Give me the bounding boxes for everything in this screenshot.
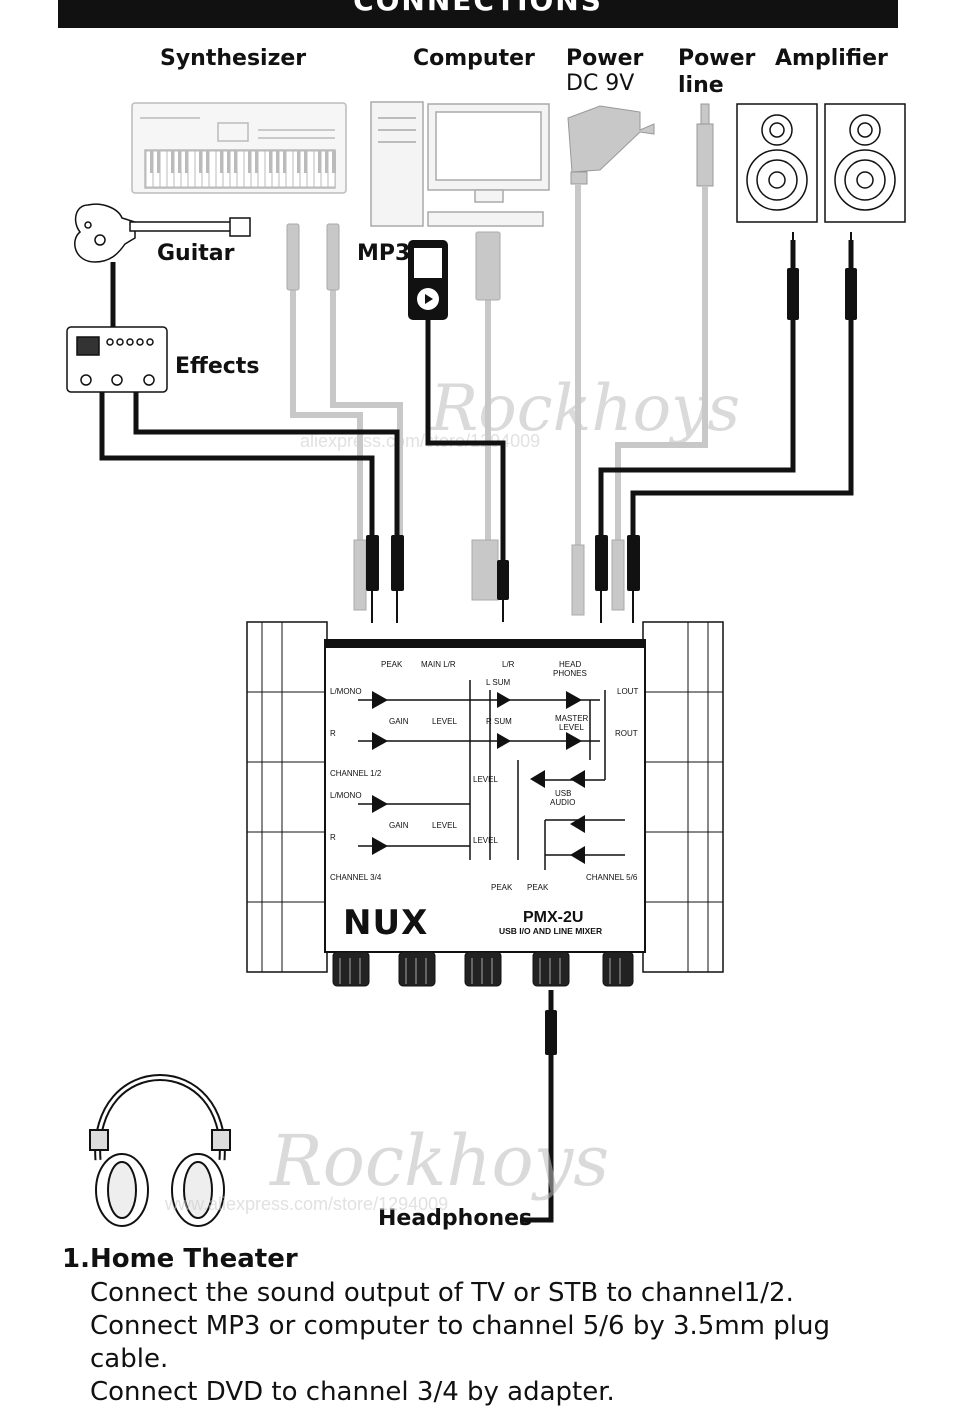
mp3-label: MP3 [357, 241, 411, 266]
power-line-label: Power [678, 46, 756, 71]
synth-black-key [332, 151, 336, 173]
synth-black-key [248, 151, 252, 173]
watermark-name-bottom: Rockhoys [268, 1120, 609, 1202]
panel-master-label: MASTER [555, 714, 589, 723]
synth-black-key [185, 151, 189, 173]
instruction-line-1: Connect the sound output of TV or STB to… [90, 1278, 794, 1308]
panel-channel56-label: CHANNEL 5/6 [586, 873, 638, 882]
amplifier-speaker-left-icon [736, 103, 818, 223]
synth-black-key [171, 151, 175, 173]
panel-labels: PEAK MAIN L/R L/R HEAD PHONES L SUM L/MO… [330, 660, 638, 892]
panel-r-label: R [330, 729, 336, 738]
mixer-device: PEAK MAIN L/R L/R HEAD PHONES L SUM L/MO… [246, 621, 724, 987]
synth-white-key [257, 150, 266, 188]
panel-r2-label: R [330, 833, 336, 842]
synth-black-key [269, 151, 273, 173]
connections-banner: CONNECTIONS [58, 0, 898, 28]
panel-lmono-label: L/MONO [330, 687, 362, 696]
guitar-label: Guitar [157, 241, 235, 266]
synthesizer-keys [145, 150, 336, 188]
power-dc-voltage-label: DC 9V [566, 71, 635, 96]
panel-rout-label: ROUT [615, 729, 638, 738]
watermark-bottom: Rockhoys www.aliexpress.com/store/129400… [164, 1120, 609, 1214]
synth-black-key [227, 151, 231, 173]
model-subtitle: USB I/O AND LINE MIXER [499, 926, 602, 936]
instructions-title: 1.Home Theater [62, 1244, 298, 1274]
panel-rsum-label: R SUM [486, 717, 512, 726]
amplifier-label: Amplifier [775, 46, 888, 71]
headphones-icon [89, 1074, 231, 1227]
panel-level3-label: LEVEL [432, 821, 457, 830]
watermark-name-top: Rockhoys [429, 372, 740, 446]
power-dc-label: Power [566, 46, 644, 71]
synth-black-key [150, 151, 154, 173]
synth-black-key [220, 151, 224, 173]
synth-black-key [199, 151, 203, 173]
synthesizer-label: Synthesizer [160, 46, 307, 71]
synth-black-key [234, 151, 238, 173]
synth-black-key [206, 151, 210, 173]
mp3-player-icon [408, 240, 448, 320]
panel-master-level-label: LEVEL [559, 723, 584, 732]
panel-level2-label: LEVEL [473, 775, 498, 784]
panel-phones-label: PHONES [553, 669, 587, 678]
panel-peak2-label: PEAK [491, 883, 513, 892]
power-line-sub-label: line [678, 73, 724, 98]
synth-black-key [304, 151, 308, 173]
synth-white-key [236, 150, 245, 188]
panel-lsum-label: L SUM [486, 678, 510, 687]
synth-black-key [157, 151, 161, 173]
guitar-icon [74, 203, 251, 263]
panel-gain-label: GAIN [389, 717, 409, 726]
synth-black-key [297, 151, 301, 173]
amplifier-speaker-right-icon [824, 103, 906, 223]
effects-pedal-icon [66, 326, 168, 393]
panel-audio-label: AUDIO [550, 798, 575, 807]
computer-label: Computer [413, 46, 535, 71]
black-cables [99, 240, 854, 1223]
model-name: PMX-2U [523, 909, 583, 926]
panel-head-label: HEAD [559, 660, 581, 669]
headphones-label: Headphones [378, 1206, 533, 1231]
panel-gain2-label: GAIN [389, 821, 409, 830]
computer-icon [370, 101, 550, 227]
synth-black-key [178, 151, 182, 173]
watermark-url-bottom: www.aliexpress.com/store/1294009 [164, 1194, 448, 1214]
synth-white-key [306, 150, 315, 188]
panel-level4-label: LEVEL [473, 836, 498, 845]
connection-diagram: Rockhoys aliexpress.com/store/1294009 [66, 101, 906, 1227]
instruction-line-3: Connect DVD to channel 3/4 by adapter. [90, 1377, 615, 1407]
black-jacks [366, 268, 857, 1055]
panel-lout-label: LOUT [617, 687, 638, 696]
panel-channel34-label: CHANNEL 3/4 [330, 873, 382, 882]
power-adapter-icon [567, 105, 655, 185]
brand-logo: NUX [343, 903, 428, 943]
panel-main-lr-label: MAIN L/R [421, 660, 456, 669]
panel-usb-label: USB [555, 789, 571, 798]
panel-peak-label: PEAK [381, 660, 403, 669]
power-line-plug-icon [696, 103, 714, 187]
synth-black-key [318, 151, 322, 173]
synth-white-key [159, 150, 168, 188]
panel-lmono2-label: L/MONO [330, 791, 362, 800]
panel-peak3-label: PEAK [527, 883, 549, 892]
panel-level-label: LEVEL [432, 717, 457, 726]
synth-white-key [187, 150, 196, 188]
watermark-top: Rockhoys aliexpress.com/store/1294009 [300, 372, 740, 451]
synth-white-key [208, 150, 217, 188]
synth-white-key [285, 150, 294, 188]
panel-channel12-label: CHANNEL 1/2 [330, 769, 382, 778]
synth-black-key [255, 151, 259, 173]
gray-jacks [286, 223, 625, 616]
gray-cables [290, 184, 708, 545]
synth-black-key [276, 151, 280, 173]
effects-label: Effects [175, 354, 260, 379]
synth-black-key [283, 151, 287, 173]
synth-black-key [325, 151, 329, 173]
panel-lr-label: L/R [502, 660, 515, 669]
jack-tips [371, 232, 852, 1010]
instruction-line-2: Connect MP3 or computer to channel 5/6 b… [90, 1311, 830, 1374]
